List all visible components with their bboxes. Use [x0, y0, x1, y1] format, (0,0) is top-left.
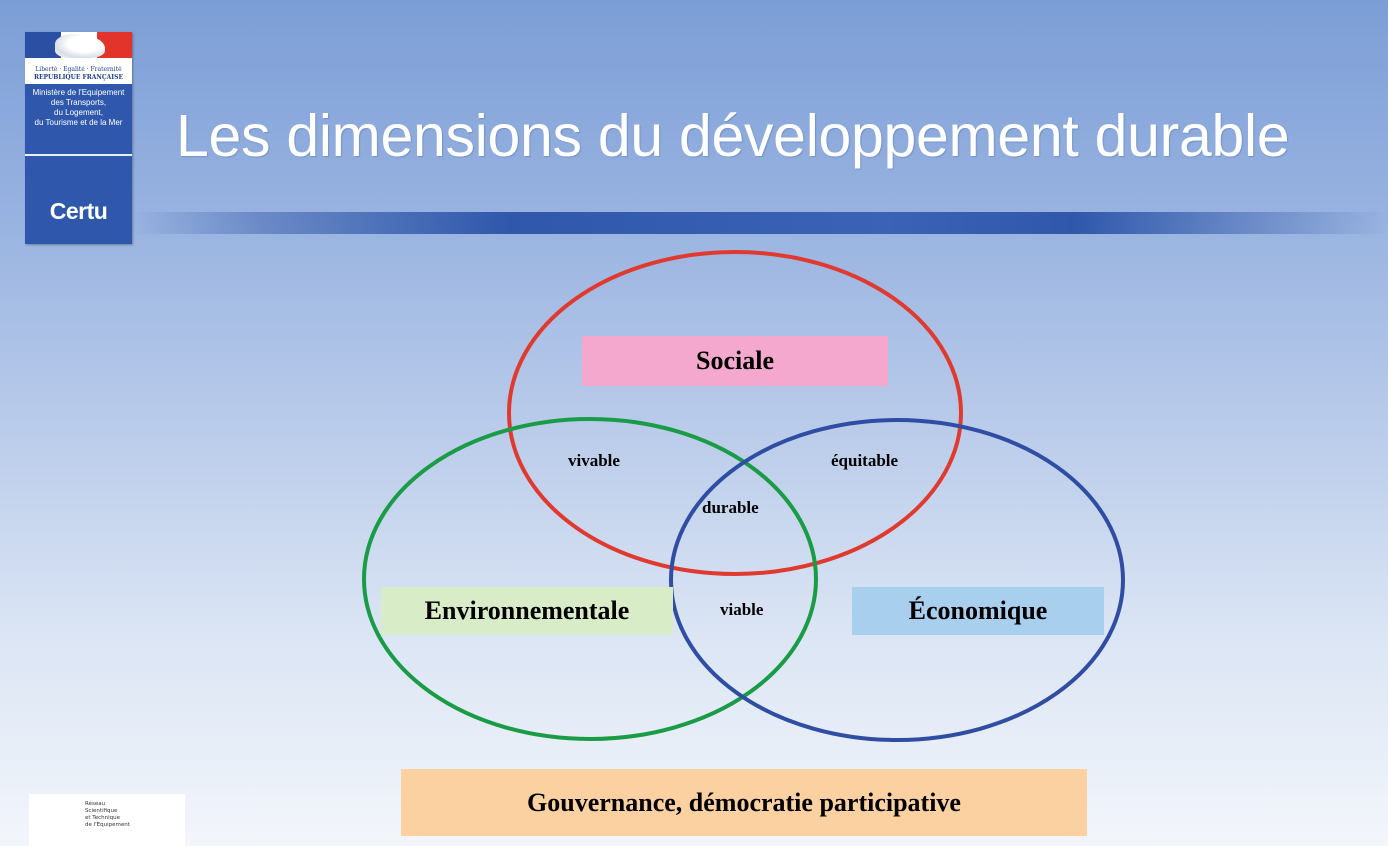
circle-environnementale [362, 417, 818, 741]
label-gouvernance: Gouvernance, démocratie participative [401, 769, 1087, 836]
logo-republic: RÉPUBLIQUE FRANÇAISE [33, 74, 124, 81]
logo-brand: Certu [49, 198, 108, 224]
label-equitable: équitable [831, 451, 899, 470]
circle-economique [669, 418, 1125, 742]
network-logo-text: Réseau Scientifique et Technique de l'Eq… [85, 801, 130, 828]
title-underline-bar [132, 212, 1388, 234]
certu-logo: Liberté · Égalité · Fraternité RÉPUBLIQU… [25, 32, 132, 244]
label-economique: Économique [852, 587, 1104, 635]
slide-title: Les dimensions du développement durable [176, 103, 1290, 169]
logo-motto: Liberté · Égalité · Fraternité [35, 66, 122, 73]
network-logo: Réseau Scientifique et Technique de l'Eq… [29, 794, 185, 846]
label-viable: viable [720, 600, 764, 619]
label-sociale: Sociale [582, 336, 888, 386]
logo-divider [25, 154, 132, 156]
marianne-flag-icon [25, 32, 132, 66]
label-environnementale: Environnementale [381, 587, 673, 635]
label-vivable: vivable [568, 451, 620, 470]
circle-sociale [507, 250, 963, 576]
label-durable: durable [702, 498, 759, 517]
logo-motto-block: Liberté · Égalité · Fraternité RÉPUBLIQU… [25, 66, 132, 84]
logo-ministry: Ministère de l'Equipement des Transports… [32, 88, 125, 127]
